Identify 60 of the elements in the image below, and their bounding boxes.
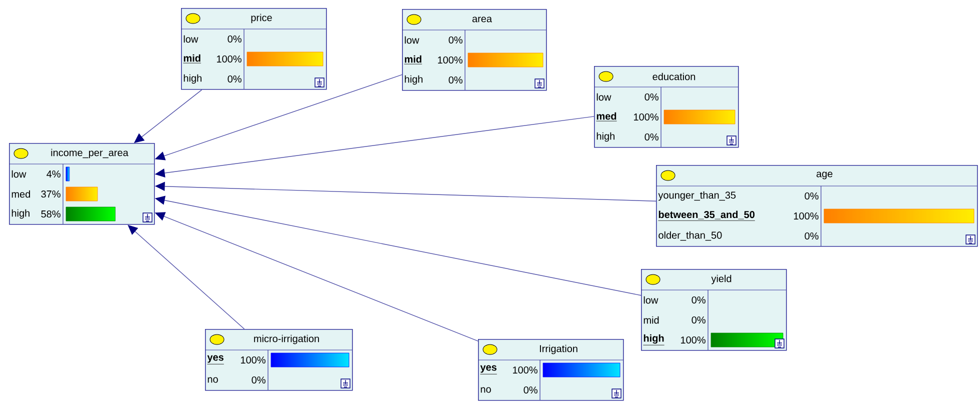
probability-value: 100% [217, 55, 242, 63]
probability-value: 0% [448, 76, 462, 84]
probability-value: 0% [448, 36, 462, 44]
probability-value: 58% [41, 210, 60, 218]
state-label: med [596, 112, 617, 122]
state-label: high [184, 74, 202, 84]
probability-value: 0% [692, 316, 706, 324]
state-label: between_35_and_50 [658, 210, 756, 221]
probability-value: 100% [513, 366, 538, 374]
probability-value: 4% [46, 170, 60, 178]
probability-value: 100% [634, 113, 658, 121]
probability-value: 0% [228, 35, 242, 43]
state-label: high [404, 75, 422, 85]
probability-value: 0% [252, 376, 266, 384]
node-title: area [472, 16, 492, 22]
state-label: no [480, 387, 491, 393]
state-label: mid [644, 316, 659, 324]
probability-value: 0% [804, 232, 818, 240]
state-label: mid [404, 55, 422, 64]
network-node [402, 9, 547, 91]
network-node [8, 143, 155, 225]
probability-value: 100% [681, 336, 706, 344]
node-title: education [652, 72, 696, 80]
state-label: med [12, 190, 30, 198]
probability-value: 0% [804, 192, 818, 200]
probability-value: 0% [524, 386, 538, 394]
network-node [656, 165, 978, 247]
state-label: low [184, 35, 198, 43]
probability-value: 0% [644, 93, 658, 101]
probability-value: 0% [692, 296, 706, 304]
state-label: yes [207, 355, 224, 364]
state-label: younger_than_35 [658, 191, 736, 201]
node-title: price [251, 14, 272, 24]
network-node [594, 66, 739, 148]
network-node [478, 339, 624, 401]
state-label: older_than_50 [658, 231, 722, 241]
network-node [204, 329, 353, 391]
probability-value: 100% [438, 56, 462, 64]
state-label: no [208, 377, 218, 383]
node-title: age [816, 172, 832, 180]
node-title: income_per_area [51, 148, 128, 158]
state-label: mid [183, 54, 202, 64]
network-node [640, 269, 787, 351]
node-title: micro-irrigation [254, 334, 319, 344]
state-label: low [12, 170, 26, 178]
probability-value: 100% [794, 212, 818, 220]
probability-value: 100% [241, 356, 266, 364]
node-title: Irrigation [540, 344, 578, 354]
probability-value: 0% [644, 133, 658, 141]
probability-value: 37% [41, 190, 60, 198]
state-label: low [596, 93, 612, 101]
state-label: high [12, 209, 30, 219]
state-label: yes [480, 365, 498, 374]
probability-value: 0% [228, 75, 242, 83]
network-node [180, 8, 327, 90]
state-label: low [644, 296, 658, 304]
node-title: yield [711, 274, 732, 284]
state-label: high [596, 132, 614, 142]
state-label: low [404, 36, 420, 44]
state-label: high [643, 334, 664, 346]
